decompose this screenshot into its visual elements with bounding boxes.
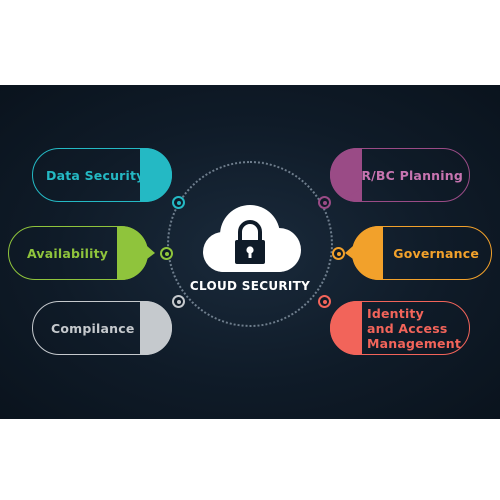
availability-tab	[117, 226, 155, 280]
node-governance	[332, 247, 345, 260]
governance-tab	[345, 226, 383, 280]
diagram-panel: Data Security Availability Compilance DR…	[0, 85, 500, 419]
compilance-tab	[140, 301, 172, 355]
dr-bc-planning-tab	[330, 148, 362, 202]
cloud-lock-icon	[203, 205, 301, 272]
node-data-security	[172, 196, 185, 209]
node-identity	[318, 295, 331, 308]
orbit-dotted-circle	[167, 161, 333, 327]
item-data-security-label: Data Security	[46, 167, 145, 183]
item-identity-label-group: Identity and Access Management	[367, 305, 462, 351]
center-title: CLOUD SECURITY	[189, 279, 311, 293]
node-availability	[160, 247, 173, 260]
identity-tab	[330, 301, 362, 355]
data-security-tab	[140, 148, 172, 202]
item-identity-label-line2: and Access	[367, 320, 448, 336]
item-compilance-label: Compilance	[51, 320, 135, 336]
item-identity-label-line3: Management	[367, 335, 462, 351]
item-governance-label: Governance	[393, 245, 479, 261]
node-dr-bc-planning	[318, 196, 331, 209]
item-availability-label: Availability	[27, 245, 109, 261]
node-compilance	[172, 295, 185, 308]
item-identity-label-line1: Identity	[367, 305, 424, 321]
item-dr-bc-planning-label: DR/BC Planning	[350, 167, 463, 183]
